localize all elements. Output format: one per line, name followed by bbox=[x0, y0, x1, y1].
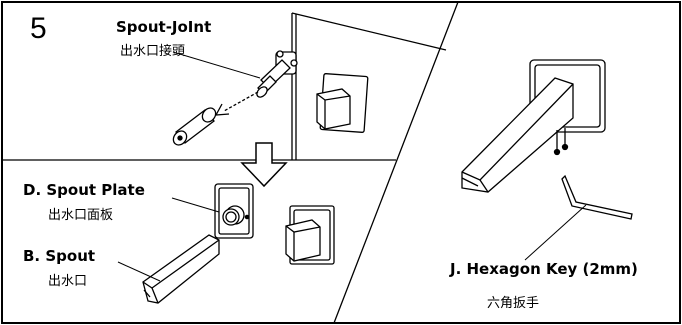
spout-joint-label-cn: 出水口接頭 bbox=[120, 44, 186, 59]
wall-panel-top bbox=[291, 12, 447, 160]
spout-plate-label-cn: 出水口面板 bbox=[48, 208, 114, 223]
spout-plate bbox=[214, 183, 254, 239]
spout-bottom bbox=[142, 234, 220, 304]
hex-key-label: J. Hexagon Key (2mm) bbox=[450, 260, 638, 278]
down-arrow-icon bbox=[240, 142, 288, 188]
valve-handle-bottom bbox=[285, 205, 335, 265]
hex-key-leader bbox=[524, 204, 587, 261]
spout-leader bbox=[117, 261, 161, 282]
spout-joint-leader bbox=[172, 51, 261, 79]
spout-label-cn: 出水口 bbox=[48, 274, 88, 289]
diagonal-divider bbox=[333, 1, 459, 324]
hex-key-label-cn: 六角扳手 bbox=[487, 296, 540, 311]
spout-plate-label: D. Spout Plate bbox=[23, 181, 145, 199]
removal-arrow-icon bbox=[214, 91, 259, 116]
joint-cylinder bbox=[172, 107, 217, 146]
hexagon-key bbox=[561, 174, 633, 220]
spout-label: B. Spout bbox=[23, 247, 96, 265]
spout-assembly bbox=[461, 59, 606, 193]
valve-handle-top bbox=[316, 73, 369, 133]
spout-joint-pipe bbox=[256, 50, 298, 98]
step-number: 5 bbox=[30, 12, 47, 45]
spout-plate-leader bbox=[171, 197, 220, 213]
spout-joint-label: Spout-JoInt bbox=[116, 18, 212, 36]
